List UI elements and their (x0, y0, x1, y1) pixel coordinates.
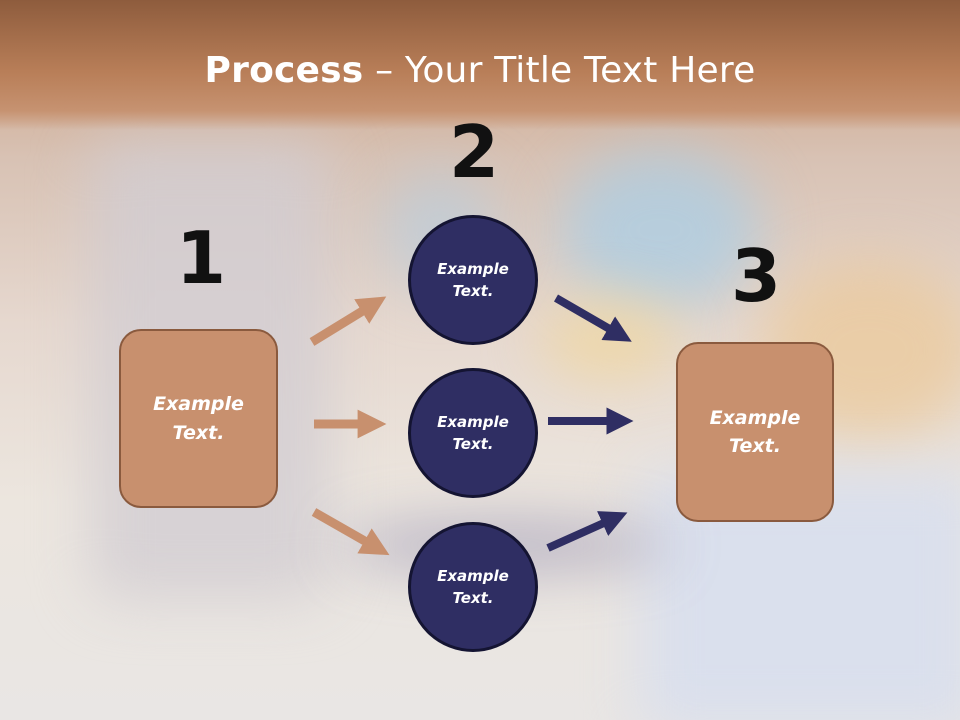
top-circle[interactable]: Example Text. (408, 215, 538, 345)
slide-title: Process – Your Title Text Here (0, 50, 960, 91)
title-rest: – Your Title Text Here (363, 50, 756, 91)
right-box[interactable]: Example Text. (676, 342, 834, 522)
title-bold: Process (204, 50, 364, 91)
bottom-circle[interactable]: Example Text. (408, 522, 538, 652)
arrow-left-to-top (309, 296, 387, 346)
step-number-3: 3 (731, 234, 782, 318)
step-number-2: 2 (449, 110, 500, 194)
arrow-top-to-right (553, 294, 632, 342)
arrow-bottom-to-right (546, 511, 628, 552)
left-box[interactable]: Example Text. (119, 329, 278, 508)
background-window-blur (560, 150, 760, 310)
title-band (0, 0, 960, 130)
arrow-left-to-bottom (311, 508, 390, 556)
step-number-1: 1 (176, 216, 227, 300)
middle-circle[interactable]: Example Text. (408, 368, 538, 498)
